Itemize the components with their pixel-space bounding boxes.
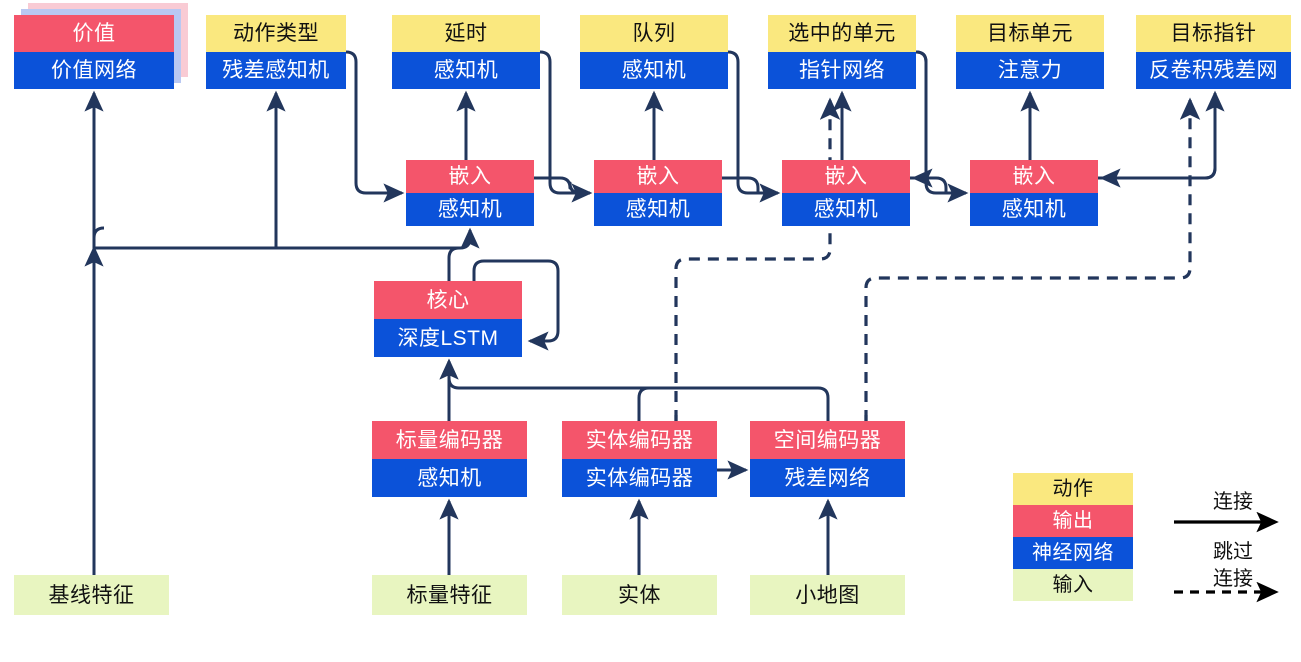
node-delay-top-label: 延时 bbox=[392, 15, 540, 52]
node-delay-bottom-label: 感知机 bbox=[392, 52, 540, 89]
legend-swatches: 动作 输出 神经网络 输入 bbox=[1013, 473, 1133, 601]
node-core[interactable]: 核心深度LSTM bbox=[374, 281, 522, 357]
node-target_point[interactable]: 目标指针反卷积残差网 bbox=[1136, 15, 1291, 89]
node-spatial_encoder-top-label: 空间编码器 bbox=[750, 421, 905, 459]
input-scalar_features[interactable]: 标量特征 bbox=[372, 575, 527, 615]
legend-swatch-network: 神经网络 bbox=[1013, 537, 1133, 569]
node-action_type-bottom-label: 残差感知机 bbox=[206, 52, 346, 89]
node-embed2-bottom-label: 感知机 bbox=[594, 193, 722, 226]
node-action_type[interactable]: 动作类型残差感知机 bbox=[206, 15, 346, 89]
node-value-bottom-label: 价值网络 bbox=[14, 52, 174, 89]
input-minimap[interactable]: 小地图 bbox=[750, 575, 905, 615]
node-spatial_encoder-bottom-label: 残差网络 bbox=[750, 459, 905, 497]
node-target_unit-bottom-label: 注意力 bbox=[956, 52, 1104, 89]
node-entity_encoder[interactable]: 实体编码器实体编码器 bbox=[562, 421, 717, 497]
node-target_point-top-label: 目标指针 bbox=[1136, 15, 1291, 52]
node-core-bottom-label: 深度LSTM bbox=[374, 319, 522, 357]
legend-swatch-input: 输入 bbox=[1013, 569, 1133, 601]
node-scalar_encoder-top-label: 标量编码器 bbox=[372, 421, 527, 459]
node-scalar_encoder[interactable]: 标量编码器感知机 bbox=[372, 421, 527, 497]
wire-embedbus-to-embed1 bbox=[94, 227, 480, 250]
node-action_type-top-label: 动作类型 bbox=[206, 15, 346, 52]
wire-entityenc-to-bus bbox=[637, 386, 660, 421]
node-embed2-top-label: 嵌入 bbox=[594, 160, 722, 193]
wire-encoderbus bbox=[439, 358, 830, 421]
node-core-top-label: 核心 bbox=[374, 281, 522, 319]
node-queued[interactable]: 队列感知机 bbox=[580, 15, 728, 89]
node-target_point-bottom-label: 反卷积残差网 bbox=[1136, 52, 1291, 89]
legend-swatch-action: 动作 bbox=[1013, 473, 1133, 505]
node-embed1-top-label: 嵌入 bbox=[406, 160, 534, 193]
node-queued-top-label: 队列 bbox=[580, 15, 728, 52]
skip-entityenc-to-selectedunits bbox=[674, 97, 841, 421]
node-embed3-bottom-label: 感知机 bbox=[782, 193, 910, 226]
node-selected_units-top-label: 选中的单元 bbox=[768, 15, 916, 52]
node-embed1[interactable]: 嵌入感知机 bbox=[406, 160, 534, 226]
input-baseline_features[interactable]: 基线特征 bbox=[14, 575, 169, 615]
legend-arrows bbox=[1174, 511, 1279, 603]
skip-spatialenc-to-targetunit bbox=[864, 97, 1201, 421]
wire-embed4-to-targetpointer bbox=[1098, 90, 1225, 180]
node-target_unit-top-label: 目标单元 bbox=[956, 15, 1104, 52]
node-selected_units[interactable]: 选中的单元指针网络 bbox=[768, 15, 916, 89]
node-embed4[interactable]: 嵌入感知机 bbox=[970, 160, 1098, 226]
node-spatial_encoder[interactable]: 空间编码器残差网络 bbox=[750, 421, 905, 497]
legend-skip-label-2: 连接 bbox=[1213, 568, 1253, 590]
node-entity_encoder-bottom-label: 实体编码器 bbox=[562, 459, 717, 497]
node-embed3-top-label: 嵌入 bbox=[782, 160, 910, 193]
node-embed4-top-label: 嵌入 bbox=[970, 160, 1098, 193]
node-value[interactable]: 价值价值网络 bbox=[14, 15, 174, 89]
node-scalar_encoder-bottom-label: 感知机 bbox=[372, 459, 527, 497]
wire-targetpointer-to-embed4 bbox=[1099, 93, 1217, 188]
wire-embed2-to-embed3 bbox=[722, 176, 781, 203]
node-embed2[interactable]: 嵌入感知机 bbox=[594, 160, 722, 226]
wire-embed1-to-embed2 bbox=[534, 176, 593, 203]
wire-valuebus-left bbox=[92, 226, 105, 248]
node-delay[interactable]: 延时感知机 bbox=[392, 15, 540, 89]
node-queued-bottom-label: 感知机 bbox=[580, 52, 728, 89]
node-embed1-bottom-label: 感知机 bbox=[406, 193, 534, 226]
node-entity_encoder-top-label: 实体编码器 bbox=[562, 421, 717, 459]
node-selected_units-bottom-label: 指针网络 bbox=[768, 52, 916, 89]
wire-embed3-to-embed4 bbox=[910, 176, 969, 203]
legend-swatch-output: 输出 bbox=[1013, 505, 1133, 537]
node-value-top-label: 价值 bbox=[14, 15, 174, 52]
legend-skip-label-1: 跳过 bbox=[1213, 541, 1253, 563]
legend-connection-label: 连接 bbox=[1213, 491, 1253, 513]
node-target_unit[interactable]: 目标单元注意力 bbox=[956, 15, 1104, 89]
node-embed4-bottom-label: 感知机 bbox=[970, 193, 1098, 226]
input-entities[interactable]: 实体 bbox=[562, 575, 717, 615]
node-embed3[interactable]: 嵌入感知机 bbox=[782, 160, 910, 226]
